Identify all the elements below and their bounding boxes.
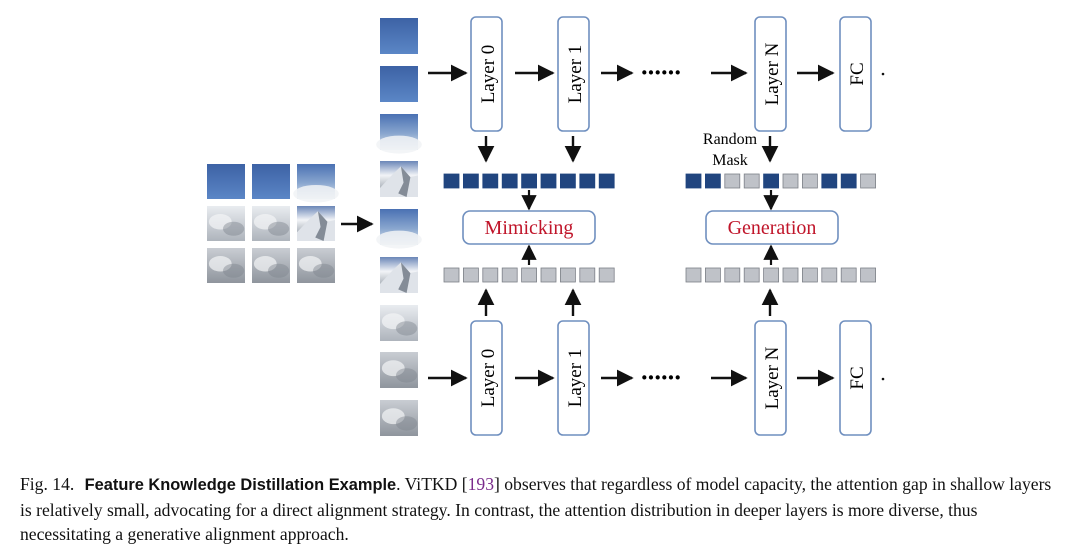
- source-image-patches: [207, 164, 339, 283]
- source-patch-0-2: [293, 164, 339, 203]
- mimicking-box: [462, 210, 596, 245]
- feature-token: [840, 267, 857, 283]
- column-patch-6: [380, 305, 418, 341]
- source-patch-0-0: [207, 164, 245, 199]
- feature-token: [821, 173, 838, 189]
- column-patch-3: [380, 161, 418, 197]
- feature-token: [782, 173, 799, 189]
- source-patch-1-0: [207, 206, 245, 241]
- feature-token: [763, 173, 779, 189]
- feature-token: [802, 173, 818, 189]
- column-patch-0: [380, 18, 418, 54]
- mimicking-label: Mimicking: [485, 217, 574, 239]
- source-patch-2-0: [207, 248, 245, 283]
- teacher-ellipsis: ······: [640, 58, 680, 87]
- feature-token: [685, 173, 702, 189]
- caption-text-before-cite: . ViTKD [: [396, 474, 468, 494]
- figure-caption: Fig. 14. Feature Knowledge Distillation …: [20, 472, 1065, 547]
- teacher-feature-tokens-shallow: [443, 173, 615, 189]
- source-patch-2-1: [252, 248, 290, 283]
- column-patch-4: [376, 209, 422, 249]
- figure-label: Fig. 14.: [20, 474, 75, 494]
- source-patch-1-1: [252, 206, 290, 241]
- student-feature-tokens-shallow: [443, 267, 615, 283]
- feature-token: [685, 267, 702, 283]
- feature-token: [598, 267, 615, 283]
- column-patch-7: [380, 352, 418, 388]
- teacher-layer-1-box: [557, 16, 590, 132]
- source-patch-0-1: [252, 164, 290, 199]
- feature-token: [705, 267, 721, 283]
- column-patch-8: [380, 400, 418, 436]
- teacher-layer-n-label: Layer N: [762, 42, 783, 105]
- feature-token: [840, 173, 857, 189]
- column-patch-2: [376, 114, 422, 154]
- teacher-layer-1-label: Layer 1: [565, 45, 586, 104]
- feature-token: [443, 173, 460, 189]
- student-fc-box: [839, 320, 872, 436]
- feature-token: [743, 267, 760, 283]
- feature-token: [802, 267, 818, 283]
- feature-token: [482, 267, 499, 283]
- feature-token: [482, 173, 499, 189]
- generation-label: Generation: [728, 217, 817, 239]
- column-patch-1: [380, 66, 418, 102]
- student-layer-n-label: Layer N: [762, 346, 783, 409]
- distillation-diagram: Layer 0 Layer 1 ······ Layer N FC Layer …: [207, 16, 885, 436]
- random-mask-label-line2: Mask: [712, 152, 748, 169]
- student-layer-1-box: [557, 320, 590, 436]
- student-pipeline: Layer 0 Layer 1 ······ Layer N FC: [428, 320, 885, 436]
- student-ellipsis: ······: [640, 363, 680, 392]
- feature-token: [724, 267, 741, 283]
- teacher-pipeline: Layer 0 Layer 1 ······ Layer N FC: [428, 16, 885, 132]
- caption-text-after-cite: ] observes that regardless of model capa…: [20, 474, 1052, 544]
- feature-token: [540, 173, 557, 189]
- feature-token: [462, 173, 479, 189]
- feature-token: [782, 267, 799, 283]
- teacher-feature-tokens-deep-masked: [685, 173, 876, 189]
- feature-token: [724, 173, 741, 189]
- feature-token: [501, 267, 518, 283]
- teacher-layer-n-box: [754, 16, 787, 132]
- feature-token: [860, 267, 876, 283]
- feature-token: [521, 173, 537, 189]
- student-layer-0-label: Layer 0: [478, 349, 499, 408]
- feature-token: [598, 173, 615, 189]
- student-feature-tokens-deep: [685, 267, 876, 283]
- citation-link[interactable]: 193: [467, 474, 494, 494]
- column-patch-5: [380, 257, 418, 293]
- feature-token: [521, 267, 537, 283]
- feature-token: [763, 267, 779, 283]
- feature-token: [560, 267, 576, 283]
- feature-token: [579, 173, 596, 189]
- feature-token: [821, 267, 838, 283]
- teacher-fc-box: [839, 16, 872, 132]
- feature-token: [579, 267, 596, 283]
- student-layer-n-box: [754, 320, 787, 436]
- source-patch-1-2: [297, 206, 335, 241]
- patch-sequence-column: [376, 18, 422, 436]
- student-layer-1-label: Layer 1: [565, 349, 586, 408]
- feature-token: [743, 173, 760, 189]
- feature-token: [860, 173, 876, 189]
- teacher-layer-0-label: Layer 0: [478, 45, 499, 104]
- student-layer-0-box: [470, 320, 503, 436]
- teacher-layer-0-box: [470, 16, 503, 132]
- generation-box: [705, 210, 839, 245]
- source-patch-2-2: [297, 248, 335, 283]
- figure-title: Feature Knowledge Distillation Example: [84, 476, 397, 494]
- feature-token: [705, 173, 721, 189]
- feature-token: [560, 173, 576, 189]
- feature-token: [443, 267, 460, 283]
- feature-token: [501, 173, 518, 189]
- teacher-fc-label: FC: [847, 62, 868, 85]
- random-mask-label-line1: Random: [703, 131, 758, 148]
- feature-token: [540, 267, 557, 283]
- student-fc-label: FC: [847, 366, 868, 389]
- feature-token: [462, 267, 479, 283]
